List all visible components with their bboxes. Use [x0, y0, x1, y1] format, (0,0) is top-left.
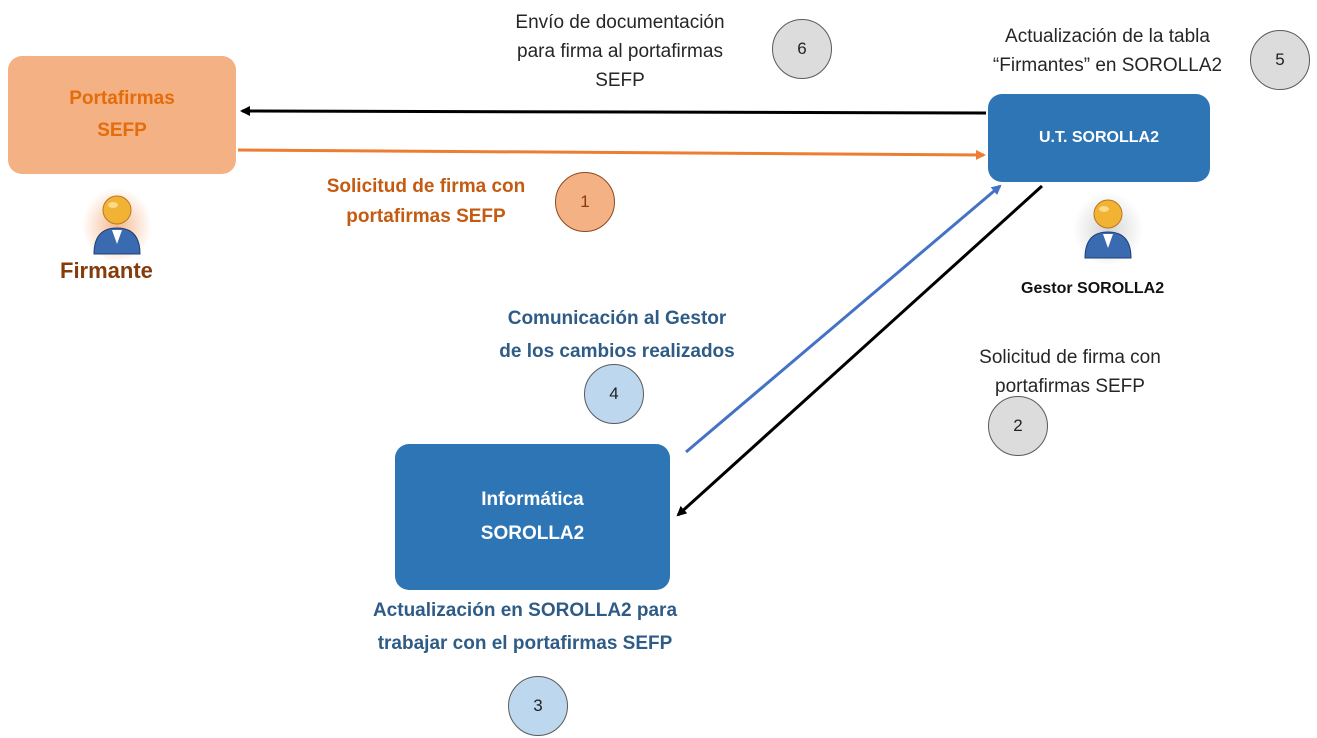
step-4-label: Comunicación al Gestor de los cambios re…: [499, 308, 735, 362]
portafirmas-line2: SEFP: [97, 120, 147, 141]
informatica-sorolla2-box: Informática SOROLLA2: [395, 444, 670, 590]
step-2-label: Solicitud de firma con portafirmas SEFP: [979, 347, 1161, 397]
step-6-circle: 6: [772, 19, 832, 79]
firmante-label: Firmante: [60, 258, 153, 283]
step-1-circle: 1: [555, 172, 615, 232]
firmante-person-icon: [82, 184, 152, 260]
portafirmas-line1: Portafirmas: [69, 88, 175, 109]
arrow-solicitud-firma-black: [676, 184, 1044, 517]
step-3-label: Actualización en SOROLLA2 para trabajar …: [372, 600, 678, 654]
portafirmas-sefp-box: Portafirmas SEFP: [8, 56, 236, 174]
step-2-circle: 2: [988, 396, 1048, 456]
step-4-circle: 4: [584, 364, 644, 424]
gestor-label: Gestor SOROLLA2: [1021, 280, 1165, 297]
step-6-label: Envío de documentación para firma al por…: [515, 12, 725, 91]
informatica-line1: Informática: [481, 489, 584, 510]
ut-sorolla2-box: U.T. SOROLLA2: [988, 94, 1210, 182]
step-5-circle: 5: [1250, 30, 1310, 90]
gestor-person-icon: [1073, 188, 1143, 264]
step-3-circle: 3: [508, 676, 568, 736]
arrow-solicitud-firma-orange: [237, 148, 986, 160]
arrow-envio-documentacion: [240, 106, 987, 117]
arrow-comunicacion-gestor: [685, 184, 1002, 454]
ut-sorolla2-label: U.T. SOROLLA2: [1038, 129, 1159, 146]
step-5-label: Actualización de la tabla “Firmantes” en…: [992, 26, 1223, 76]
informatica-line2: SOROLLA2: [480, 523, 585, 544]
step-1-label: Solicitud de firma con portafirmas SEFP: [326, 176, 526, 227]
